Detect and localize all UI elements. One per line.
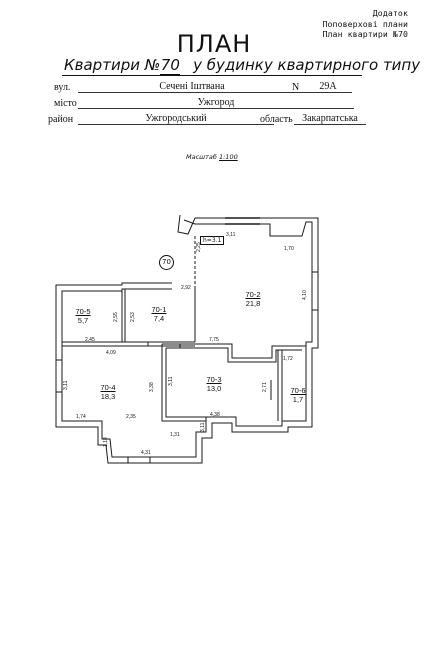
scale-value: 1:100: [218, 153, 238, 161]
district-label: район: [48, 114, 74, 125]
wall-h2: [162, 343, 306, 359]
house-number-label: N: [292, 82, 300, 93]
walls: [55, 214, 319, 464]
district-value: Ужгородський: [78, 114, 274, 125]
street-value: Сечені Іштвана: [78, 82, 306, 93]
corner-line-1: Додаток: [372, 8, 408, 18]
corner-note: Додаток Поповерхові плани План квартири …: [323, 8, 409, 40]
corner-line-2: Поповерхові плани: [322, 18, 408, 29]
wall-h2b: [166, 347, 302, 363]
window-left: [56, 359, 62, 393]
wall-4-3b: [165, 348, 206, 418]
subtitle-prefix: Квартири №: [64, 56, 161, 74]
scale-label: Масштаб: [186, 153, 217, 161]
region-label: область: [260, 114, 293, 125]
window-bottom: [127, 457, 151, 463]
outer-wall: [55, 214, 319, 464]
city-row: місто Ужгород: [54, 98, 384, 112]
page-title: ПЛАН: [176, 30, 252, 58]
subtitle-underline: [62, 75, 362, 76]
window-top: [225, 217, 260, 225]
district-row: район Ужгородський область Закарпатська: [48, 114, 378, 128]
wall-4-3: [161, 344, 206, 422]
street-label: вул.: [54, 82, 71, 93]
outer-wall-inner: [61, 219, 313, 458]
city-label: місто: [54, 98, 77, 109]
house-number-value: 29А: [304, 82, 352, 93]
subtitle: Квартири №70 у будинку квартирного типу: [64, 56, 420, 75]
subtitle-suffix: у будинку квартирного типу: [193, 56, 421, 74]
scale-note: Масштаб 1:100: [186, 153, 238, 161]
corner-line-3: План квартири №70: [322, 29, 408, 39]
window-right: [312, 271, 318, 311]
city-value: Ужгород: [78, 98, 354, 109]
street-row: вул. Сечені Іштвана N 29А: [54, 82, 384, 96]
apartment-number: 70: [160, 56, 181, 75]
region-value: Закарпатська: [294, 114, 366, 125]
